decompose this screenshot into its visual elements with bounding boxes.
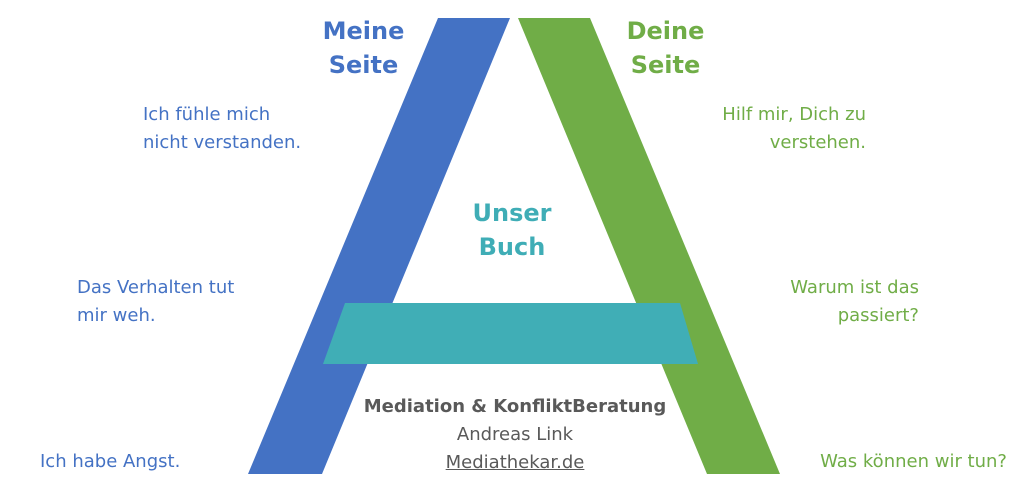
left-statement-3: Ich habe Angst. — [40, 448, 180, 476]
right-statement-3-line-1: Was können wir tun? — [820, 451, 1007, 472]
left-statement-1: Ich fühle mich nicht verstanden. — [143, 101, 301, 157]
heading-my-side-line-2: Seite — [328, 51, 399, 79]
heading-our-book-line-1: Unser — [472, 199, 552, 227]
heading-my-side: Meine Seite — [316, 14, 411, 82]
heading-your-side-line-1: Deine — [626, 17, 705, 45]
right-statement-3: Was können wir tun? — [820, 448, 1007, 476]
left-statement-3-line-1: Ich habe Angst. — [40, 451, 181, 472]
left-leg-my-side — [248, 18, 510, 474]
heading-my-side-line-1: Meine — [322, 17, 405, 45]
heading-your-side: Deine Seite — [618, 14, 713, 82]
left-statement-2-line-1: Das Verhalten tut — [77, 277, 235, 298]
left-statement-1-line-2: nicht verstanden. — [143, 132, 302, 153]
left-statement-2: Das Verhalten tut mir weh. — [77, 274, 234, 330]
right-statement-2-line-2: passiert? — [837, 305, 919, 326]
crossbar-our-book — [323, 303, 698, 364]
footer-title: Mediation & KonfliktBeratung — [363, 396, 667, 417]
heading-our-book-line-2: Buch — [478, 233, 546, 261]
left-statement-1-line-1: Ich fühle mich — [143, 104, 271, 125]
left-statement-2-line-2: mir weh. — [77, 305, 156, 326]
footer-link[interactable]: Mediathekar.de — [445, 452, 585, 473]
heading-your-side-line-2: Seite — [630, 51, 701, 79]
right-statement-2: Warum ist das passiert? — [790, 274, 919, 330]
heading-our-book: Unser Buch — [462, 196, 562, 264]
footer-name: Andreas Link — [456, 424, 574, 445]
right-statement-1-line-1: Hilf mir, Dich zu — [722, 104, 866, 125]
right-statement-2-line-1: Warum ist das — [790, 277, 919, 298]
right-statement-1: Hilf mir, Dich zu verstehen. — [722, 101, 866, 157]
footer-block: Mediation & KonfliktBeratung Andreas Lin… — [355, 393, 675, 477]
right-leg-your-side — [518, 18, 780, 474]
right-statement-1-line-2: verstehen. — [769, 132, 866, 153]
